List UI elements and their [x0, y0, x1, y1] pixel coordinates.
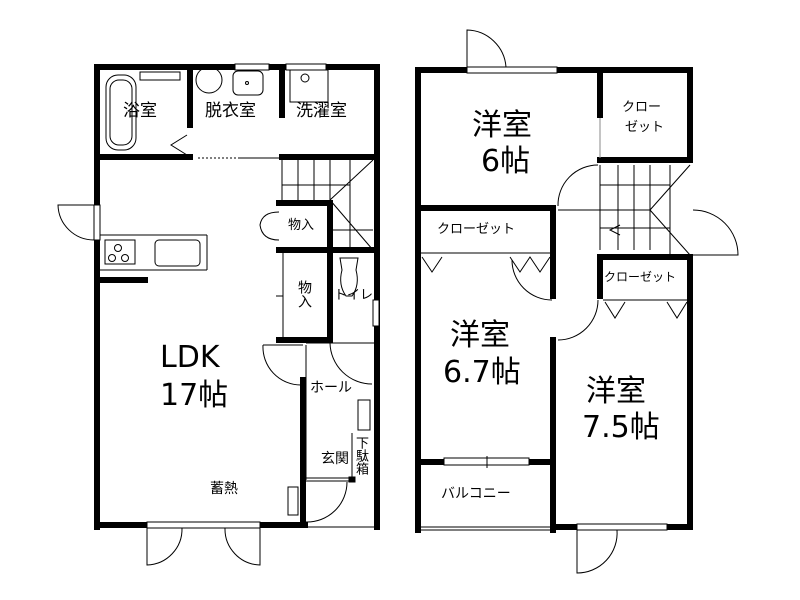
room-label-storage-lower: 物入: [296, 280, 312, 308]
label-heater: 蓄熱: [210, 481, 238, 497]
room-label-dressing: 脱衣室: [205, 101, 256, 121]
room-label-room1-size: 6帖: [481, 144, 531, 179]
room-label-room2: 洋室: [450, 318, 510, 353]
room-label-shoe-box: 下駄箱: [353, 436, 368, 475]
room-label-closet2: クローゼット: [437, 222, 516, 237]
room-label-hall: ホール: [310, 380, 352, 396]
floor2-thin: [421, 29, 739, 574]
room-label-room3: 洋室: [586, 374, 646, 409]
floor1-thin: [57, 63, 380, 566]
room-label-room2-size: 6.7帖: [443, 355, 521, 390]
room-label-closet1-b: ゼット: [625, 120, 665, 135]
room-label-toilet: トイレ: [334, 288, 374, 303]
room-label-laundry: 洗濯室: [296, 101, 347, 121]
room-label-balcony: バルコニー: [441, 486, 511, 502]
room-label-closet1-a: クロー: [622, 100, 662, 115]
room-label-room1: 洋室: [472, 108, 532, 143]
room-label-storage-upper: 物入: [288, 218, 315, 233]
room-label-closet3: クローゼット: [604, 270, 677, 284]
room-label-ldk-size: 17帖: [160, 378, 229, 413]
room-label-room3-size: 7.5帖: [582, 410, 660, 445]
room-label-entrance: 玄関: [321, 451, 349, 467]
room-label-bath: 浴室: [123, 101, 157, 121]
room-label-ldk: LDK: [160, 340, 220, 375]
